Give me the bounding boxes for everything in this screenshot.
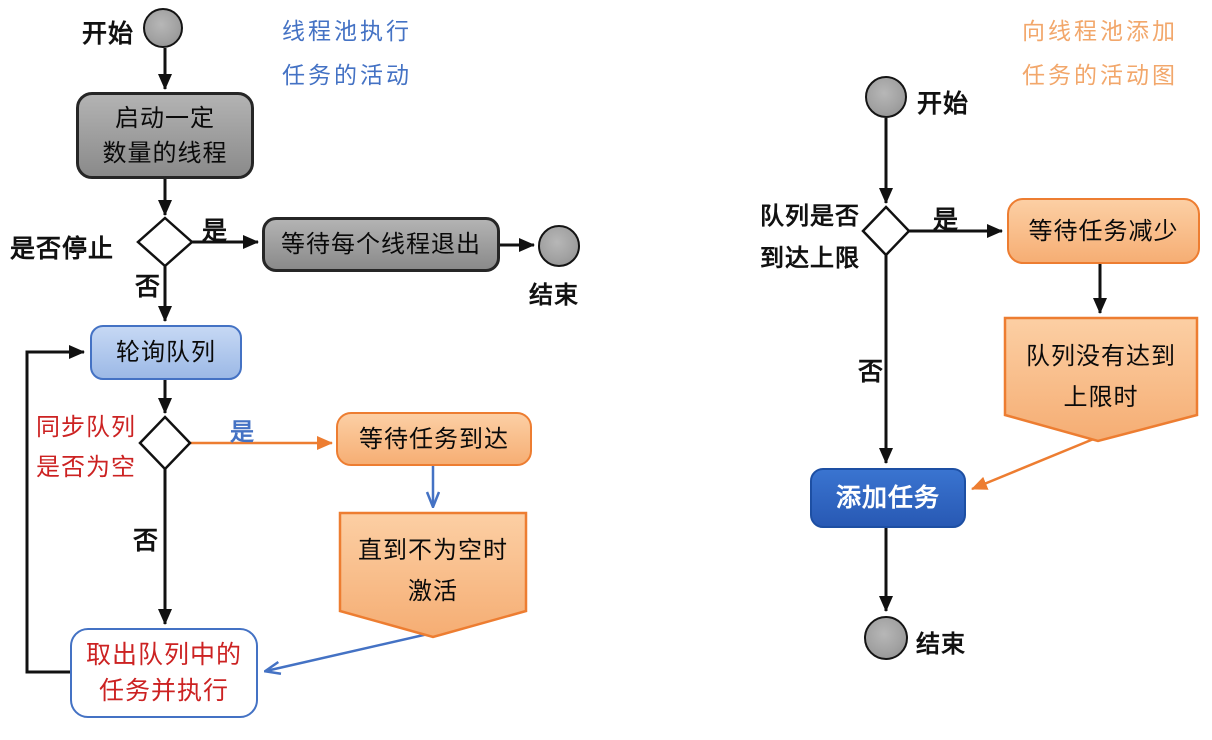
decision-queue-limit-label-line2: 到达上限 — [760, 244, 860, 272]
node-add-task: 添加任务 — [810, 468, 966, 528]
decision-queue-limit-yes-label: 是 — [933, 205, 960, 234]
left-end-label: 结束 — [529, 281, 579, 309]
node-start-threads-line1: 启动一定 — [115, 103, 215, 132]
left-title-line2: 任务的活动 — [282, 63, 412, 89]
node-until-not-empty-line1: 直到不为空时 — [358, 536, 508, 564]
left-start-label: 开始 — [82, 19, 135, 48]
decision-queue-empty-label-line2: 是否为空 — [36, 453, 136, 481]
node-poll-queue-label: 轮询队列 — [116, 338, 216, 367]
edge-right-notfull-to-add — [971, 436, 1097, 491]
right-title-line1: 向线程池添加 — [1022, 19, 1178, 45]
node-add-task-label: 添加任务 — [835, 482, 940, 512]
decision-queue-limit-label-line1: 队列是否 — [760, 202, 860, 230]
edge-left-loop-back — [25, 345, 85, 674]
right-end-label: 结束 — [916, 630, 966, 658]
left-end-circle — [538, 225, 580, 267]
left-start-circle — [143, 8, 183, 48]
node-wait-decrease-label: 等待任务减少 — [1028, 216, 1179, 245]
decision-queue-empty-no-label: 否 — [133, 526, 160, 555]
decision-queue-empty-label-line1: 同步队列 — [36, 413, 136, 441]
node-wait-task-label: 等待任务到达 — [359, 424, 509, 453]
decision-stop-diamond — [136, 216, 194, 268]
node-wait-task: 等待任务到达 — [336, 412, 532, 466]
right-start-circle — [865, 76, 907, 118]
left-title-line1: 线程池执行 — [282, 19, 412, 45]
decision-queue-empty-yes-label: 是 — [230, 418, 255, 446]
decision-stop-label: 是否停止 — [10, 234, 115, 263]
edge-left-until-to-take — [266, 632, 429, 671]
decision-stop-yes-label: 是 — [202, 216, 229, 245]
decision-queue-limit-diamond — [861, 205, 911, 257]
right-end-circle — [864, 616, 908, 660]
node-wait-exit: 等待每个线程退出 — [262, 217, 500, 272]
right-start-label: 开始 — [917, 89, 970, 118]
decision-stop-no-label: 否 — [135, 272, 162, 301]
node-not-reach-limit-line1: 队列没有达到 — [1026, 342, 1176, 370]
node-wait-decrease: 等待任务减少 — [1007, 198, 1200, 264]
node-take-task: 取出队列中的 任务并执行 — [70, 628, 258, 718]
node-take-task-line1: 取出队列中的 — [85, 639, 242, 669]
node-until-not-empty-line2: 激活 — [408, 577, 458, 605]
decision-queue-empty-diamond — [138, 415, 192, 471]
node-take-task-line2: 任务并执行 — [98, 676, 229, 705]
node-start-threads-line2: 数量的线程 — [102, 138, 228, 167]
node-poll-queue: 轮询队列 — [90, 325, 242, 380]
node-not-reach-limit-line2: 上限时 — [1063, 383, 1139, 411]
right-title-line2: 任务的活动图 — [1022, 63, 1178, 89]
node-start-threads: 启动一定 数量的线程 — [76, 92, 254, 179]
node-wait-exit-label: 等待每个线程退出 — [281, 230, 481, 259]
decision-queue-limit-no-label: 否 — [858, 357, 885, 386]
